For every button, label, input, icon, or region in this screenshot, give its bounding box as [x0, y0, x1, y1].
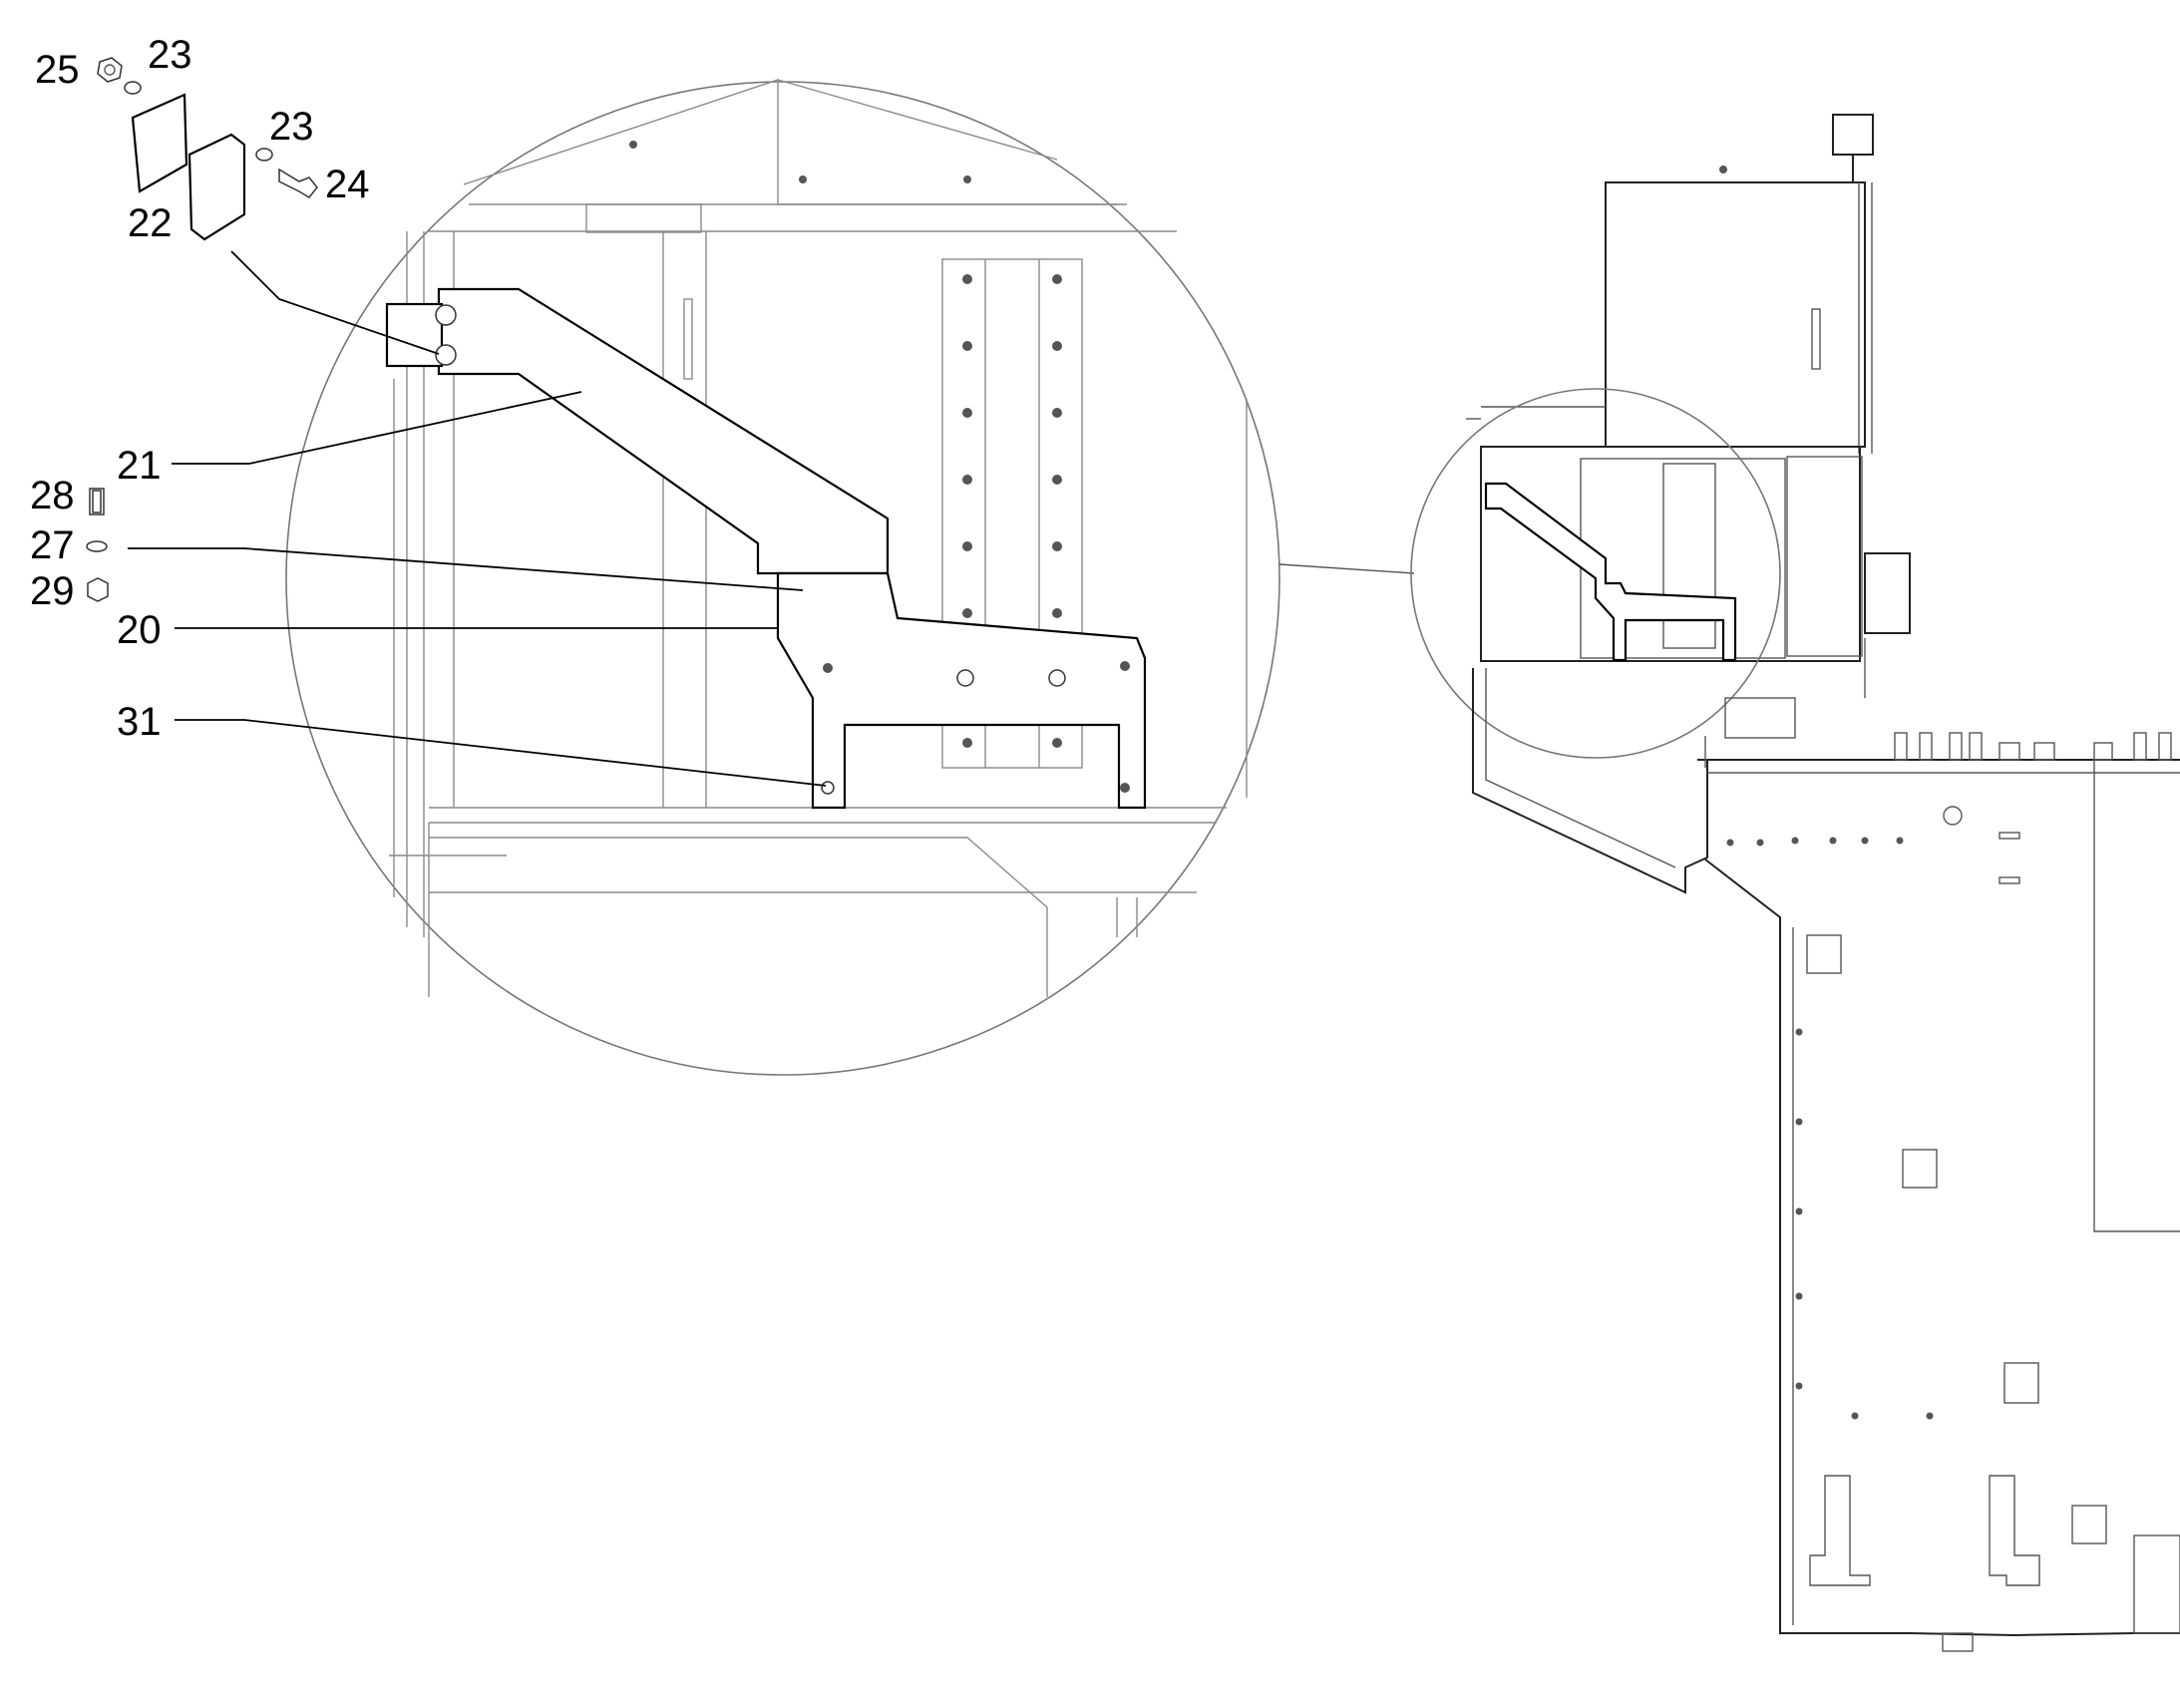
- clamp-half-rear: [131, 93, 188, 193]
- callout-27: 27: [30, 523, 75, 567]
- callout-23-lower: 23: [269, 105, 314, 149]
- callout-24: 24: [325, 163, 370, 206]
- detail-background-structure: [389, 79, 1248, 997]
- nut-icon-29: [87, 577, 109, 602]
- main-view-detail-circle: [1410, 388, 1781, 759]
- nut-icon: [97, 57, 123, 83]
- callout-labels: 25 23 23 24 22 21 28 27 29 20 31: [30, 33, 370, 744]
- washer-icon-2: [255, 148, 273, 162]
- washer-icon: [124, 81, 142, 95]
- washer-icon-27: [86, 540, 108, 552]
- clamp-half-front: [187, 133, 246, 241]
- leader-lines: [128, 250, 827, 787]
- main-body: [1704, 759, 2180, 1637]
- upper-bracket: [385, 287, 890, 594]
- callout-21: 21: [117, 444, 162, 488]
- detail-view: [285, 79, 1280, 1076]
- callout-23-upper: 23: [148, 33, 192, 77]
- body-bolts: [1726, 837, 1934, 1420]
- detail-connector-line: [1278, 563, 1415, 574]
- main-view-bracket: [1484, 482, 1737, 662]
- callout-22: 22: [128, 201, 173, 245]
- callout-28: 28: [30, 474, 75, 517]
- body-connectors: [1894, 732, 2172, 761]
- top-cabinet: [1605, 181, 1866, 448]
- duct: [1472, 668, 1708, 894]
- callout-25: 25: [35, 48, 80, 92]
- callout-31: 31: [117, 700, 162, 744]
- callout-29: 29: [30, 569, 75, 613]
- bolt-icon: [278, 168, 318, 198]
- main-assembly-view: [1410, 114, 2180, 1652]
- exploded-parts: [86, 57, 318, 602]
- callout-20: 20: [117, 608, 162, 652]
- mid-frame: [1480, 446, 1861, 662]
- support-plate: [776, 571, 1147, 810]
